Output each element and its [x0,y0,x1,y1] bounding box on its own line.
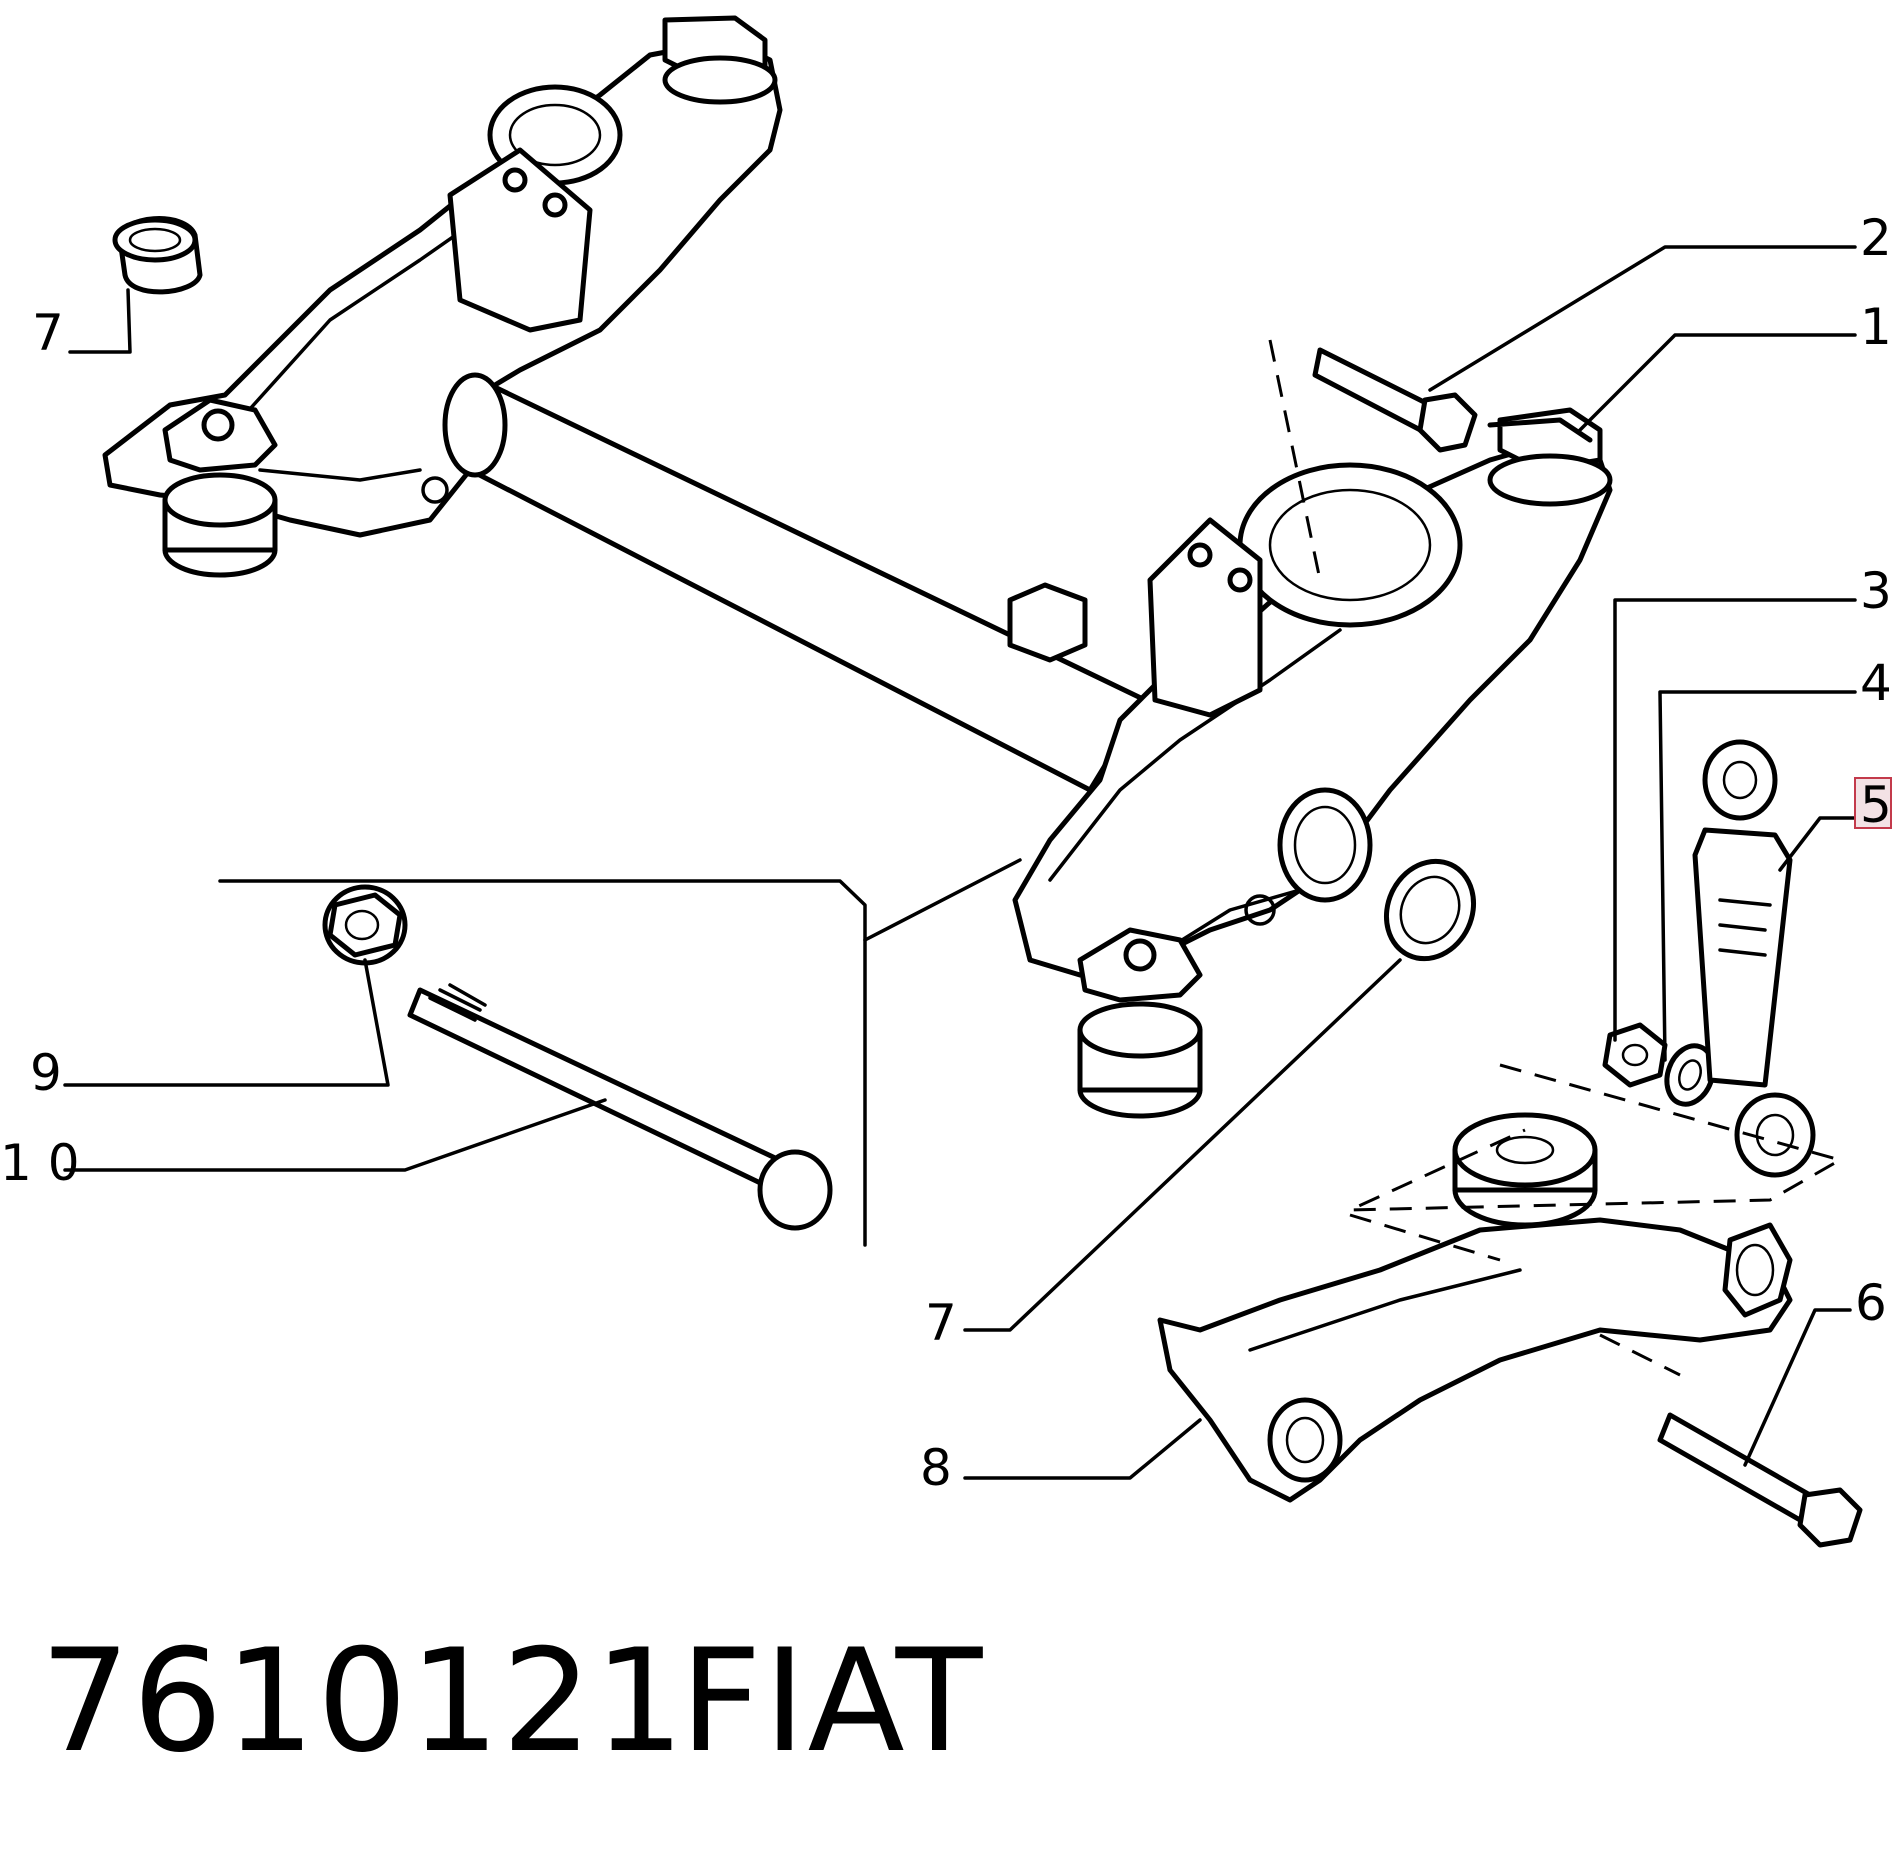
control-arm-part-8 [1157,1112,1793,1503]
callout-9: 9 [30,1044,62,1102]
callout-8: 8 [920,1439,952,1497]
callout-4: 4 [1860,654,1892,712]
nut-part-9 [322,884,408,966]
callout-5: 5 [1860,776,1892,834]
callout-10: 1 0 [0,1134,80,1192]
callout-7-top: 7 [32,304,64,362]
dashed-guides [1268,339,1844,1377]
bolt-part-6 [1657,1412,1863,1548]
callout-2: 2 [1860,209,1892,267]
mount-part-1 [1487,417,1593,443]
bolt-part-2 [1312,347,1478,453]
shock-absorber-part-5 [1692,739,1816,1178]
callout-labels: 7 2 1 3 4 5 9 1 0 7 6 8 [0,209,1892,1497]
callout-1: 1 [1860,298,1892,356]
callout-7-bottom: 7 [925,1294,957,1352]
brand-name: FIAT [680,1619,984,1784]
part-number: 7610121 [40,1619,686,1784]
callout-5-highlight [1854,777,1892,829]
bushing-part-7-top [112,216,203,295]
crossmember-axle [102,15,1613,1119]
nut-part-3 [1602,1022,1668,1088]
callout-6: 6 [1855,1274,1887,1332]
bolt-part-10 [407,983,833,1231]
bushing-part-7-ring [1383,858,1477,962]
callout-3: 3 [1860,562,1892,620]
leader-lines [63,245,1857,1480]
